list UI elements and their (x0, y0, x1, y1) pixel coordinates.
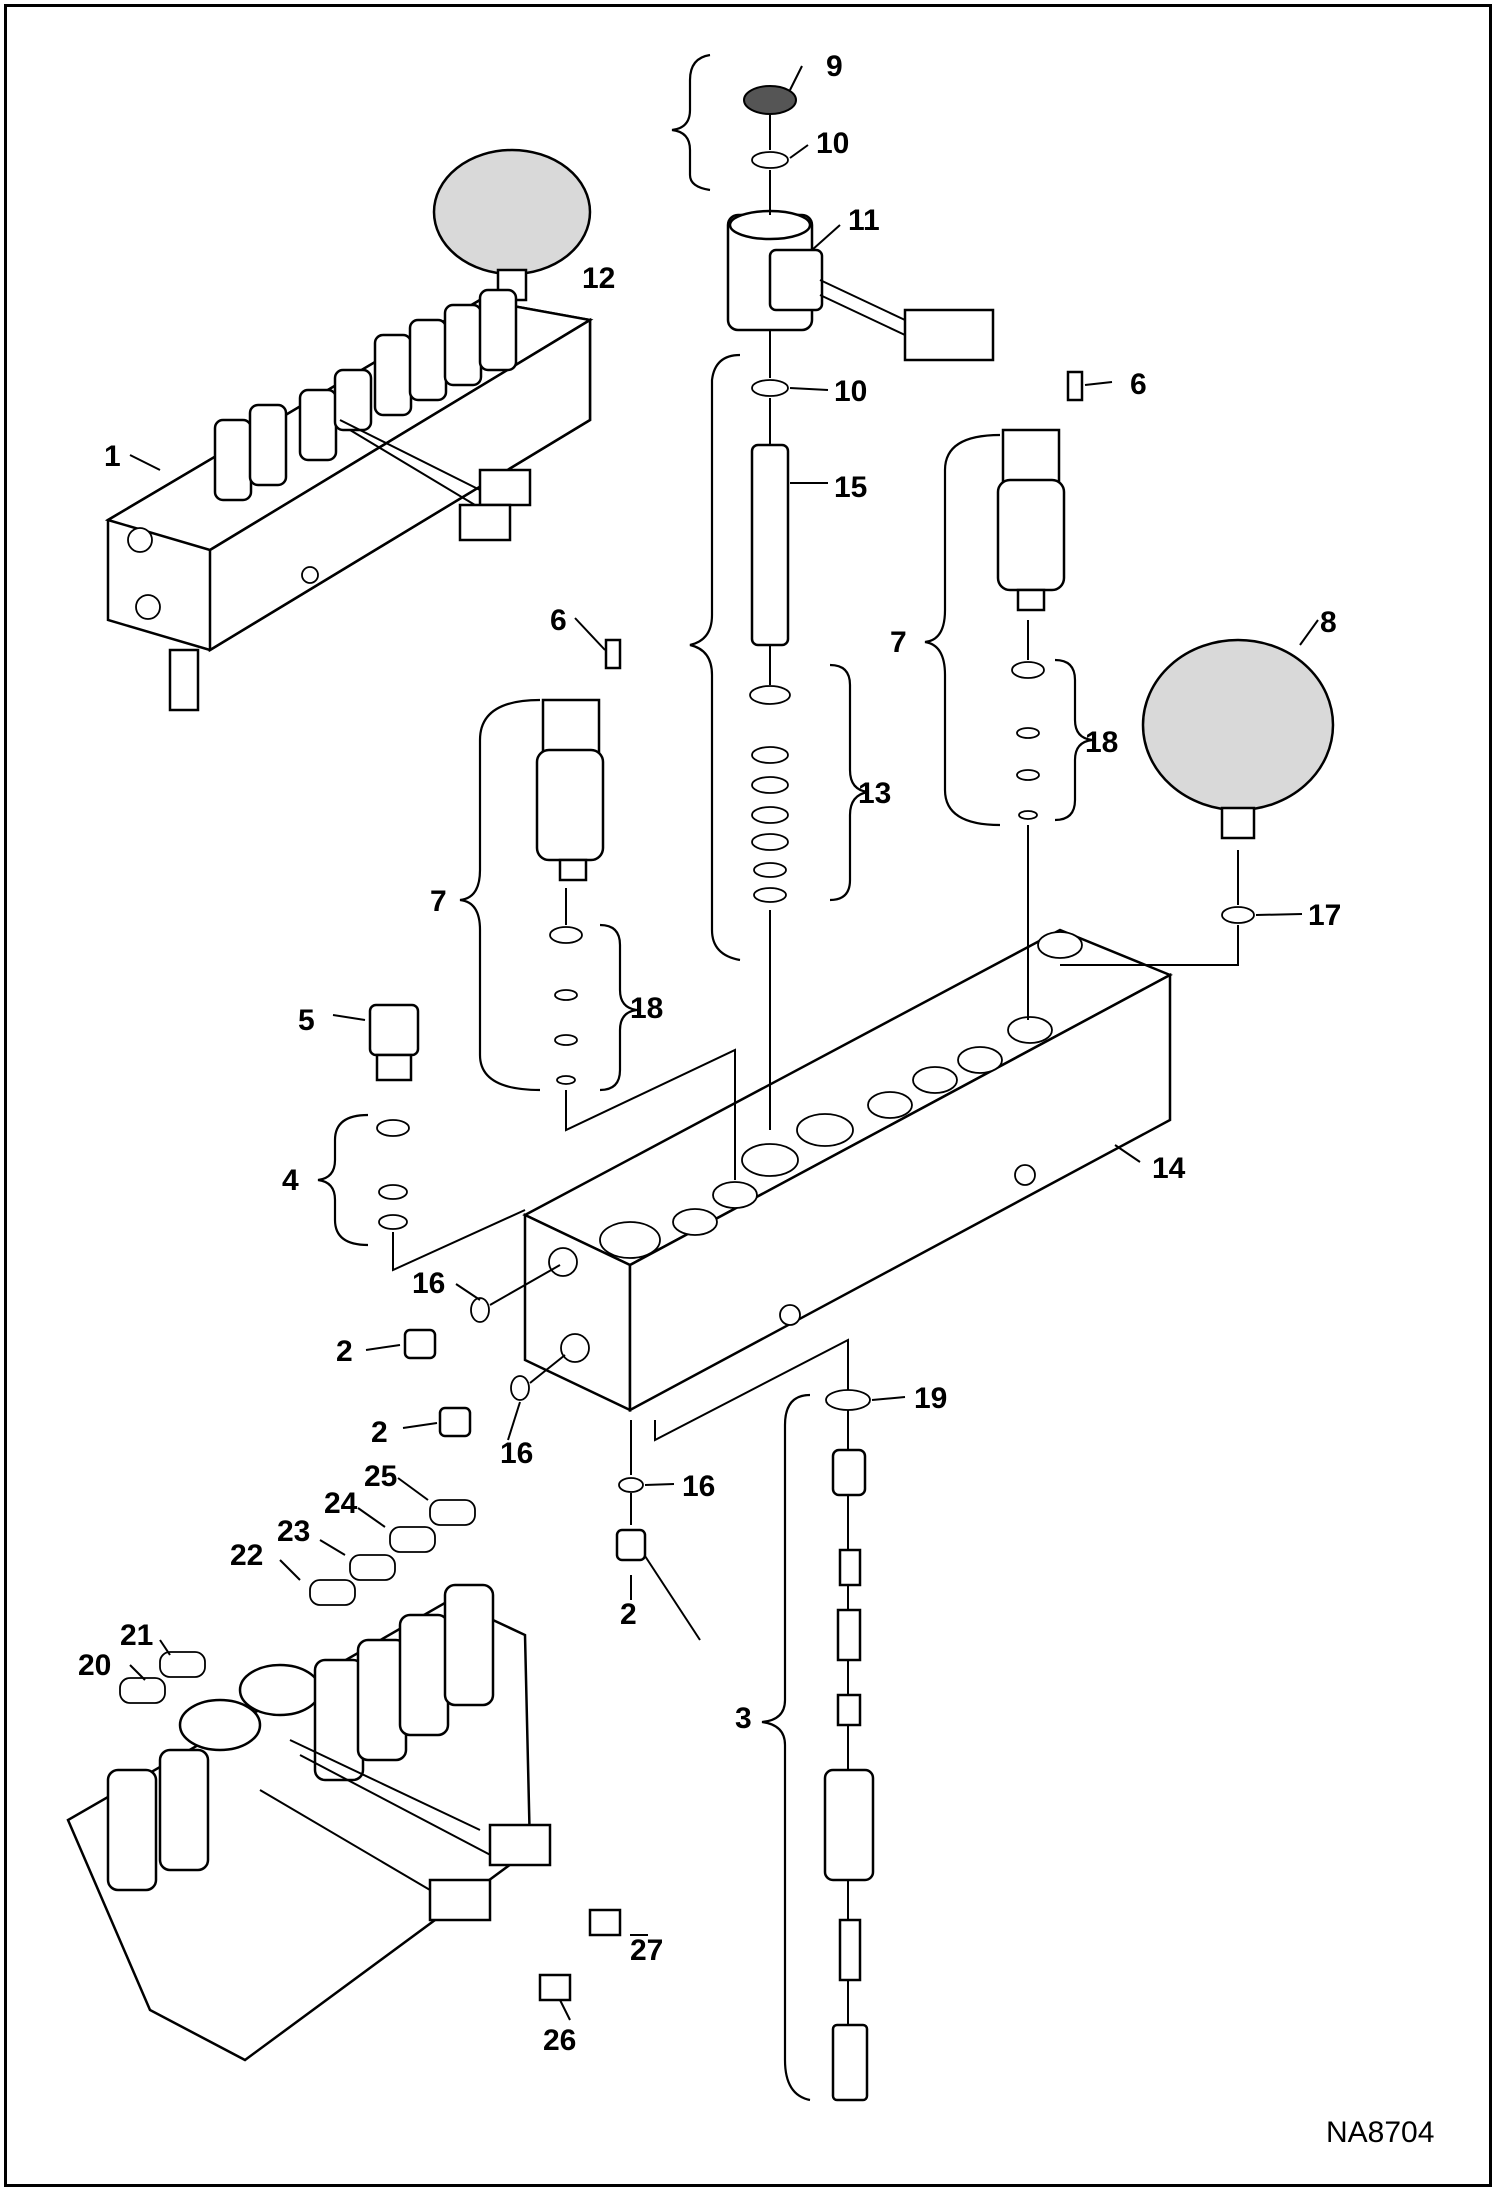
callout-12: 12 (582, 262, 615, 295)
callout-21: 21 (120, 1619, 153, 1652)
callout-6: 6 (1130, 368, 1147, 401)
callout-8: 8 (1320, 606, 1337, 639)
callout-2: 2 (371, 1416, 388, 1449)
left-solenoid-valve (535, 638, 736, 1180)
callout-1: 1 (104, 440, 121, 473)
callout-23: 23 (277, 1515, 310, 1548)
callout-27: 27 (630, 1934, 663, 1967)
callout-18: 18 (630, 992, 663, 1025)
pressure-switch-stack (654, 1338, 875, 2102)
callout-9: 9 (826, 50, 843, 83)
plug-and-seals (368, 1003, 526, 1272)
callout-leaders (129, 65, 1319, 2021)
accumulator (1060, 638, 1335, 966)
callout-2: 2 (336, 1335, 353, 1368)
callout-15: 15 (834, 471, 867, 504)
callout-10: 10 (816, 127, 849, 160)
callout-6: 6 (550, 604, 567, 637)
manifold-block (522, 928, 1173, 1413)
callout-16: 16 (682, 1470, 715, 1503)
callout-26: 26 (543, 2024, 576, 2057)
callout-16: 16 (500, 1437, 533, 1470)
callout-10: 10 (834, 375, 867, 408)
callout-14: 14 (1152, 1152, 1186, 1185)
right-solenoid-valve (996, 370, 1084, 1020)
callout-19: 19 (914, 1382, 947, 1415)
callout-2: 2 (620, 1598, 637, 1631)
callout-labels: 1 2 2 2 3 4 5 6 6 7 7 8 9 10 10 11 12 13… (78, 50, 1341, 2057)
callout-18: 18 (1085, 726, 1118, 759)
figure-id: NA8704 (1326, 2116, 1434, 2149)
callout-3: 3 (735, 1702, 752, 1735)
callout-4: 4 (282, 1164, 299, 1197)
brace-lines (317, 53, 1093, 2102)
callout-16: 16 (412, 1267, 445, 1300)
callout-25: 25 (364, 1460, 397, 1493)
coil-assembly-detail (66, 1499, 622, 2062)
valve-assembly-overview (104, 148, 594, 712)
callout-17: 17 (1308, 899, 1341, 932)
callout-22: 22 (230, 1539, 263, 1572)
callout-13: 13 (858, 777, 891, 810)
callout-7: 7 (430, 885, 447, 918)
callout-5: 5 (298, 1004, 315, 1037)
coil-and-cartridge-stack (726, 85, 995, 1130)
callout-20: 20 (78, 1649, 111, 1682)
side-caps (403, 1264, 647, 1562)
callout-7: 7 (890, 626, 907, 659)
callout-11: 11 (848, 204, 880, 237)
callout-24: 24 (324, 1487, 358, 1520)
